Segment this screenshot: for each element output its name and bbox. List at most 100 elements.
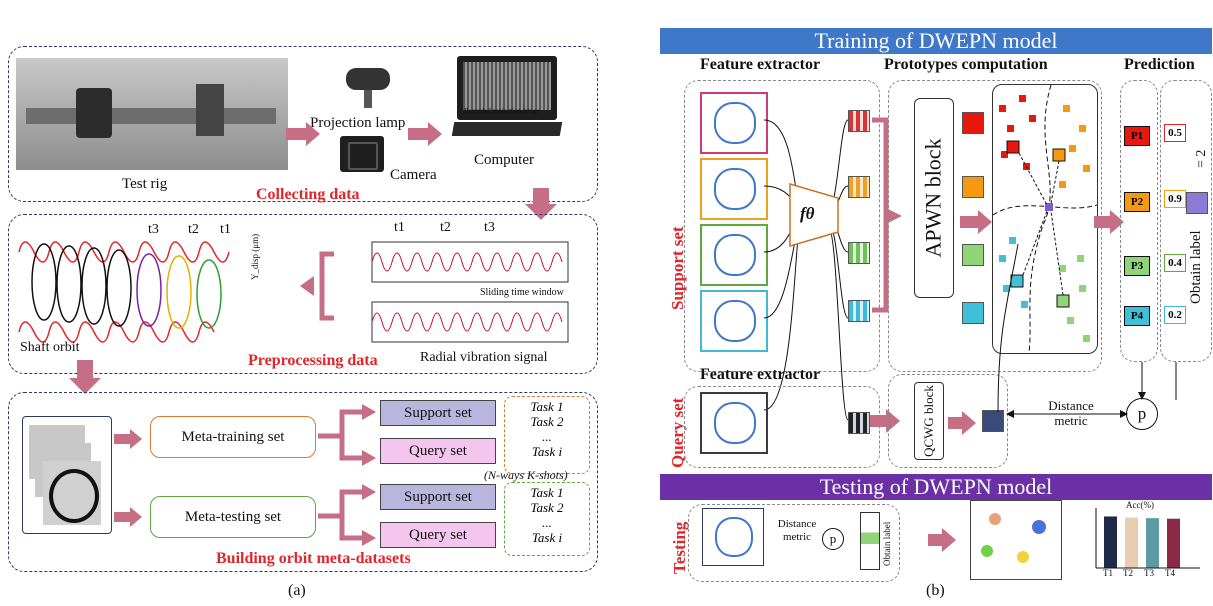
collecting-data-title: Collecting data <box>256 186 360 203</box>
test-rig-photo <box>16 58 288 170</box>
camera-label: Camera <box>390 167 437 183</box>
prediction-probs-col <box>1160 80 1212 362</box>
split-arrow-icon <box>318 404 376 466</box>
prediction-title: Prediction <box>1124 56 1195 73</box>
testing-obtain-label: Obtain label <box>882 521 892 566</box>
bracket-arrow-icon <box>300 251 334 321</box>
collecting-data-box <box>8 46 598 202</box>
test-rig-label: Test rig <box>122 176 168 192</box>
prob-2: 0.9 <box>1164 190 1186 208</box>
arrow-right-icon <box>114 507 142 527</box>
sliding-window-label: Sliding time window <box>480 287 564 298</box>
shaft-orbit-label: Shaft orbit <box>20 340 80 355</box>
preprocessing-box <box>8 214 598 374</box>
bar-t4 <box>1167 518 1180 568</box>
task-ellipsis: ... <box>542 515 552 530</box>
task-i: Task i <box>531 530 563 545</box>
p3-box: P3 <box>1124 256 1150 276</box>
feature-extractor-box <box>684 80 880 372</box>
arrow-right-icon <box>1094 210 1124 234</box>
prototype-cube-orange <box>962 176 984 198</box>
prediction-lines <box>1138 362 1177 400</box>
support-image-4 <box>700 290 768 352</box>
apwn-block: APWN block <box>914 98 954 298</box>
testing-p-circle: p <box>822 528 844 550</box>
arrow-right-icon <box>948 411 976 435</box>
radial-vibration-plot <box>371 241 569 343</box>
testing-banner: Testing of DWEPN model <box>660 474 1212 500</box>
prototype-cube-green <box>962 244 984 266</box>
bar-label-t3: T3 <box>1144 568 1154 578</box>
feature-cube-orange <box>848 176 870 198</box>
projection-lamp-icon <box>336 60 406 110</box>
obtain-label-text: Obtain label <box>1188 230 1204 304</box>
accuracy-bar-chart <box>1095 508 1200 569</box>
testing-side-label: Testing <box>670 521 689 574</box>
t3-label-left: t3 <box>148 222 159 237</box>
meta-testing-box: Meta-testing set <box>150 496 316 538</box>
bar-label-t4: T4 <box>1165 568 1175 578</box>
task-2: Task 2 <box>530 414 564 429</box>
arrow-right-icon <box>114 429 142 449</box>
task-2: Task 2 <box>530 500 564 515</box>
meta-training-box: Meta-training set <box>150 416 316 458</box>
qcwg-block: QCWG block <box>914 382 944 460</box>
p-circle: p <box>1126 398 1158 430</box>
prototype-cube-cyan <box>962 302 984 324</box>
arrow-right-icon <box>286 122 320 146</box>
f-theta-label: fθ <box>800 204 815 223</box>
building-box <box>8 392 598 572</box>
query-feature-cube <box>848 412 870 434</box>
equals-2-label: = 2 <box>1194 149 1209 168</box>
query-image <box>700 392 768 454</box>
projection-lamp-label: Projection lamp <box>310 115 406 131</box>
t2-label-right: t2 <box>440 220 451 235</box>
query-embed-line <box>997 243 1019 413</box>
screen-label: Recorded projection fringe <box>464 107 540 115</box>
prototype-cube-red <box>962 112 984 134</box>
feature-cube-red <box>848 110 870 132</box>
qcwg-label: QCWG block <box>921 385 937 457</box>
t1-label-left: t1 <box>220 222 231 237</box>
feature-extractor-title: Feature extractor <box>700 56 821 73</box>
task-i: Task i <box>531 444 563 459</box>
query-set-box-2: Query set <box>380 522 496 548</box>
feature-cube-cyan <box>848 300 870 322</box>
task-list-2: Task 1 Task 2 ... Task i <box>504 482 590 556</box>
task-1: Task 1 <box>530 399 564 414</box>
t2-label-left: t2 <box>188 222 199 237</box>
feature-extractor-title-2: Feature extractor <box>700 366 821 383</box>
split-arrow-icon <box>318 484 376 546</box>
p2-box: P2 <box>1124 192 1150 212</box>
y-axis-label: Y_disp (μm) <box>250 233 260 280</box>
query-set-box-1: Query set <box>380 438 496 464</box>
bar-label-t2: T2 <box>1123 568 1133 578</box>
caption-b: (b) <box>926 582 945 599</box>
bar-chart-bars <box>1104 516 1180 568</box>
prototypes-title: Prototypes computation <box>884 56 1048 73</box>
bar-label-t1: T1 <box>1103 568 1113 578</box>
support-set-box-1: Support set <box>380 400 496 426</box>
radial-signal-label: Radial vibration signal <box>420 350 548 365</box>
predicted-cube <box>1186 192 1208 214</box>
arrow-right-icon <box>870 409 900 433</box>
query-prototype-cube <box>982 410 1004 432</box>
bar-t2 <box>1125 517 1138 568</box>
training-banner: Training of DWEPN model <box>660 28 1212 54</box>
qcwg-box <box>888 374 1008 468</box>
testing-box <box>688 504 900 582</box>
support-image-3 <box>700 224 768 286</box>
p1-box: P1 <box>1124 126 1150 146</box>
shaft-orbit-3d-plot <box>18 241 230 343</box>
bar-t3 <box>1146 518 1159 568</box>
orbit-images <box>22 416 112 534</box>
tsne-plot <box>970 500 1062 580</box>
prediction-prototypes-col <box>1120 80 1158 362</box>
support-set-box-2: Support set <box>380 484 496 510</box>
distance-metric-arrow <box>1006 410 1128 418</box>
f-theta-block <box>789 183 839 247</box>
computer-label: Computer <box>474 152 534 168</box>
task-1: Task 1 <box>530 485 564 500</box>
distance-metric-label: Distance metric <box>1048 398 1094 428</box>
prob-4: 0.2 <box>1164 306 1186 324</box>
